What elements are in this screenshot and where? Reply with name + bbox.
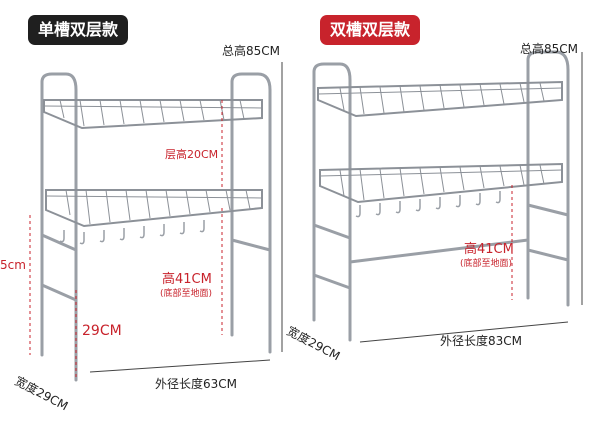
double-length: 外径长度83CM (440, 334, 523, 348)
single-length: 外径长度63CM (155, 377, 238, 391)
single-rack-panel: 单槽双层款 (0, 15, 283, 413)
single-layer-height: 层高20CM (165, 148, 219, 161)
single-rack-badge: 单槽双层款 (28, 15, 129, 45)
single-rack-illustration (29, 62, 283, 382)
double-rack-badge: 双槽双层款 (320, 15, 421, 45)
double-height-note: (底部至地面) (460, 259, 513, 269)
double-height: 高41CM (464, 242, 514, 257)
double-rack-panel: 双槽双层款 (284, 0, 600, 431)
single-height: 高41CM (162, 272, 212, 287)
single-lower-height: 29CM (82, 323, 122, 339)
single-total-height: 总高85CM (222, 44, 281, 58)
single-height-note: (底部至地面) (160, 289, 213, 299)
single-side-height: 5cm (0, 258, 26, 272)
double-total-height: 总高85CM (520, 42, 579, 56)
double-rack-illustration (312, 50, 583, 343)
